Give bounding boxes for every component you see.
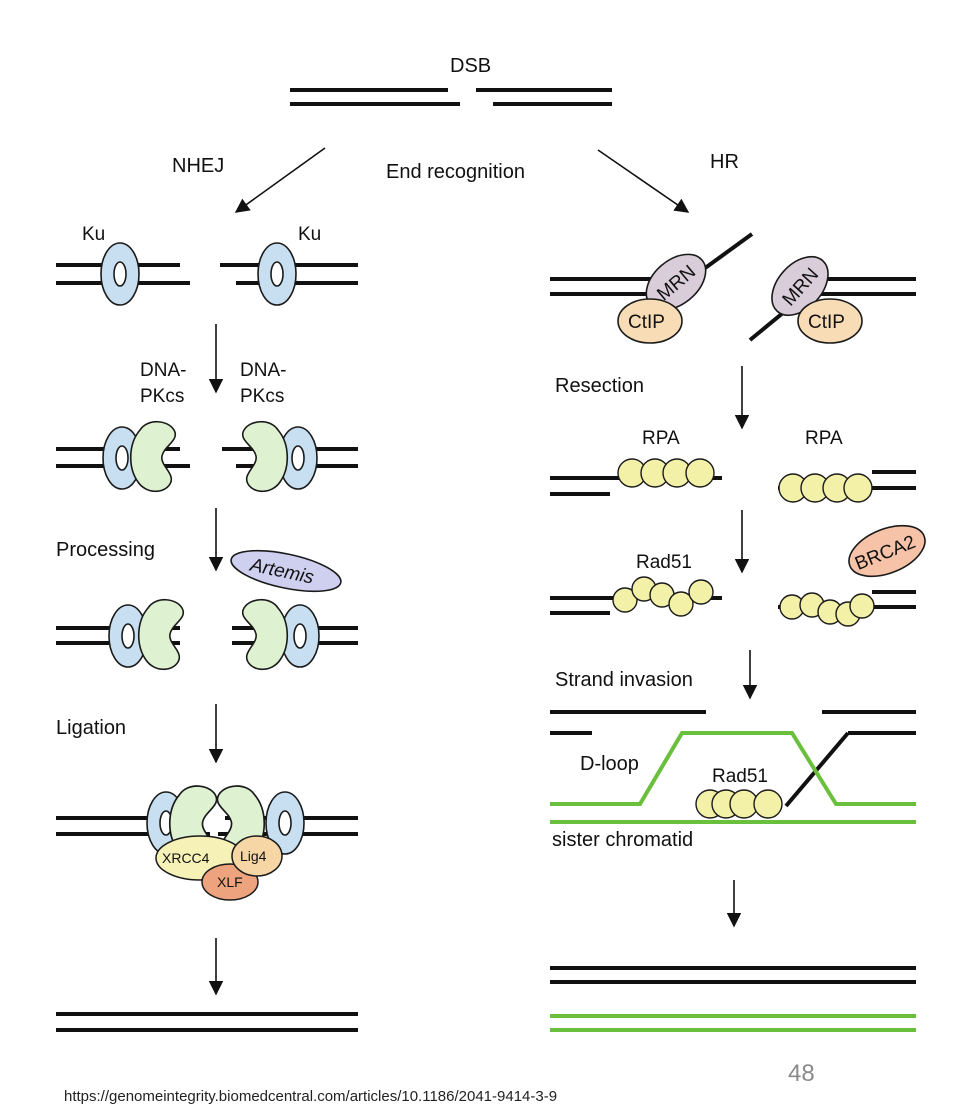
ku-label-left: Ku [82,224,105,245]
brca2: BRCA2 [848,524,926,578]
dna-pkcs-left [129,420,177,493]
ku-left [100,242,140,306]
resection-label: Resection [555,375,644,397]
dna-pkcs-left-2 [137,598,185,671]
dna-pkcs-label-left-2: PKcs [140,386,184,407]
dna-pkcs-right-2 [241,598,289,671]
end-recognition-label: End recognition [386,161,525,183]
dna-pkcs-label-right-1: DNA- [240,360,286,381]
rad51-invading [695,789,783,819]
dna-pkcs-label-left-1: DNA- [140,360,186,381]
rad51-filament-right [779,592,875,627]
hr-label: HR [710,151,739,173]
strand-invasion-label: Strand invasion [555,669,693,691]
ctip-right: CtIP [797,298,863,344]
xlf-label: XLF [217,874,243,890]
sister-chromatid-label: sister chromatid [552,829,693,851]
ctip-label-right: CtIP [808,312,845,333]
ligation-label: Ligation [56,717,126,739]
nhej-label: NHEJ [172,155,224,177]
slide-number: 48 [788,1060,815,1087]
dsb-dna [290,88,612,106]
citation-link[interactable]: https://genomeintegrity.biomedcentral.co… [64,1088,558,1105]
dna-pkcs-right [241,420,289,493]
ku-label-right: Ku [298,224,321,245]
invasion-dna [550,710,916,808]
hr-repaired-dna [550,966,916,1032]
dsb-label: DSB [450,55,491,77]
ctip-label-left: CtIP [628,312,665,333]
dna-pkcs-label-right-2: PKcs [240,386,284,407]
artemis: Artemis [230,549,342,593]
mrn-left: MRN [645,253,707,311]
arrow-to-nhej [234,147,326,213]
lig4-label: Lig4 [240,848,267,864]
ku-right [257,242,297,306]
ctip-left: CtIP [617,298,683,344]
rpa-left [617,458,715,488]
rpa-label-right: RPA [805,428,843,449]
arrow-to-hr [597,149,690,213]
lig4: Lig4 [231,835,283,877]
xrcc4-label: XRCC4 [162,850,210,866]
rad51-label-bottom: Rad51 [712,766,768,787]
rad51-filament-left [612,576,714,617]
mrn-right: MRN [771,255,829,317]
rad51-label-top: Rad51 [636,552,692,573]
ligation-dna [56,816,358,836]
processing-label: Processing [56,539,155,561]
sister-chromatid-strands [550,731,916,824]
nhej-repaired-dna [56,1012,358,1032]
rpa-right [778,473,873,503]
rpa-label-left: RPA [642,428,680,449]
d-loop-label: D-loop [580,753,639,775]
